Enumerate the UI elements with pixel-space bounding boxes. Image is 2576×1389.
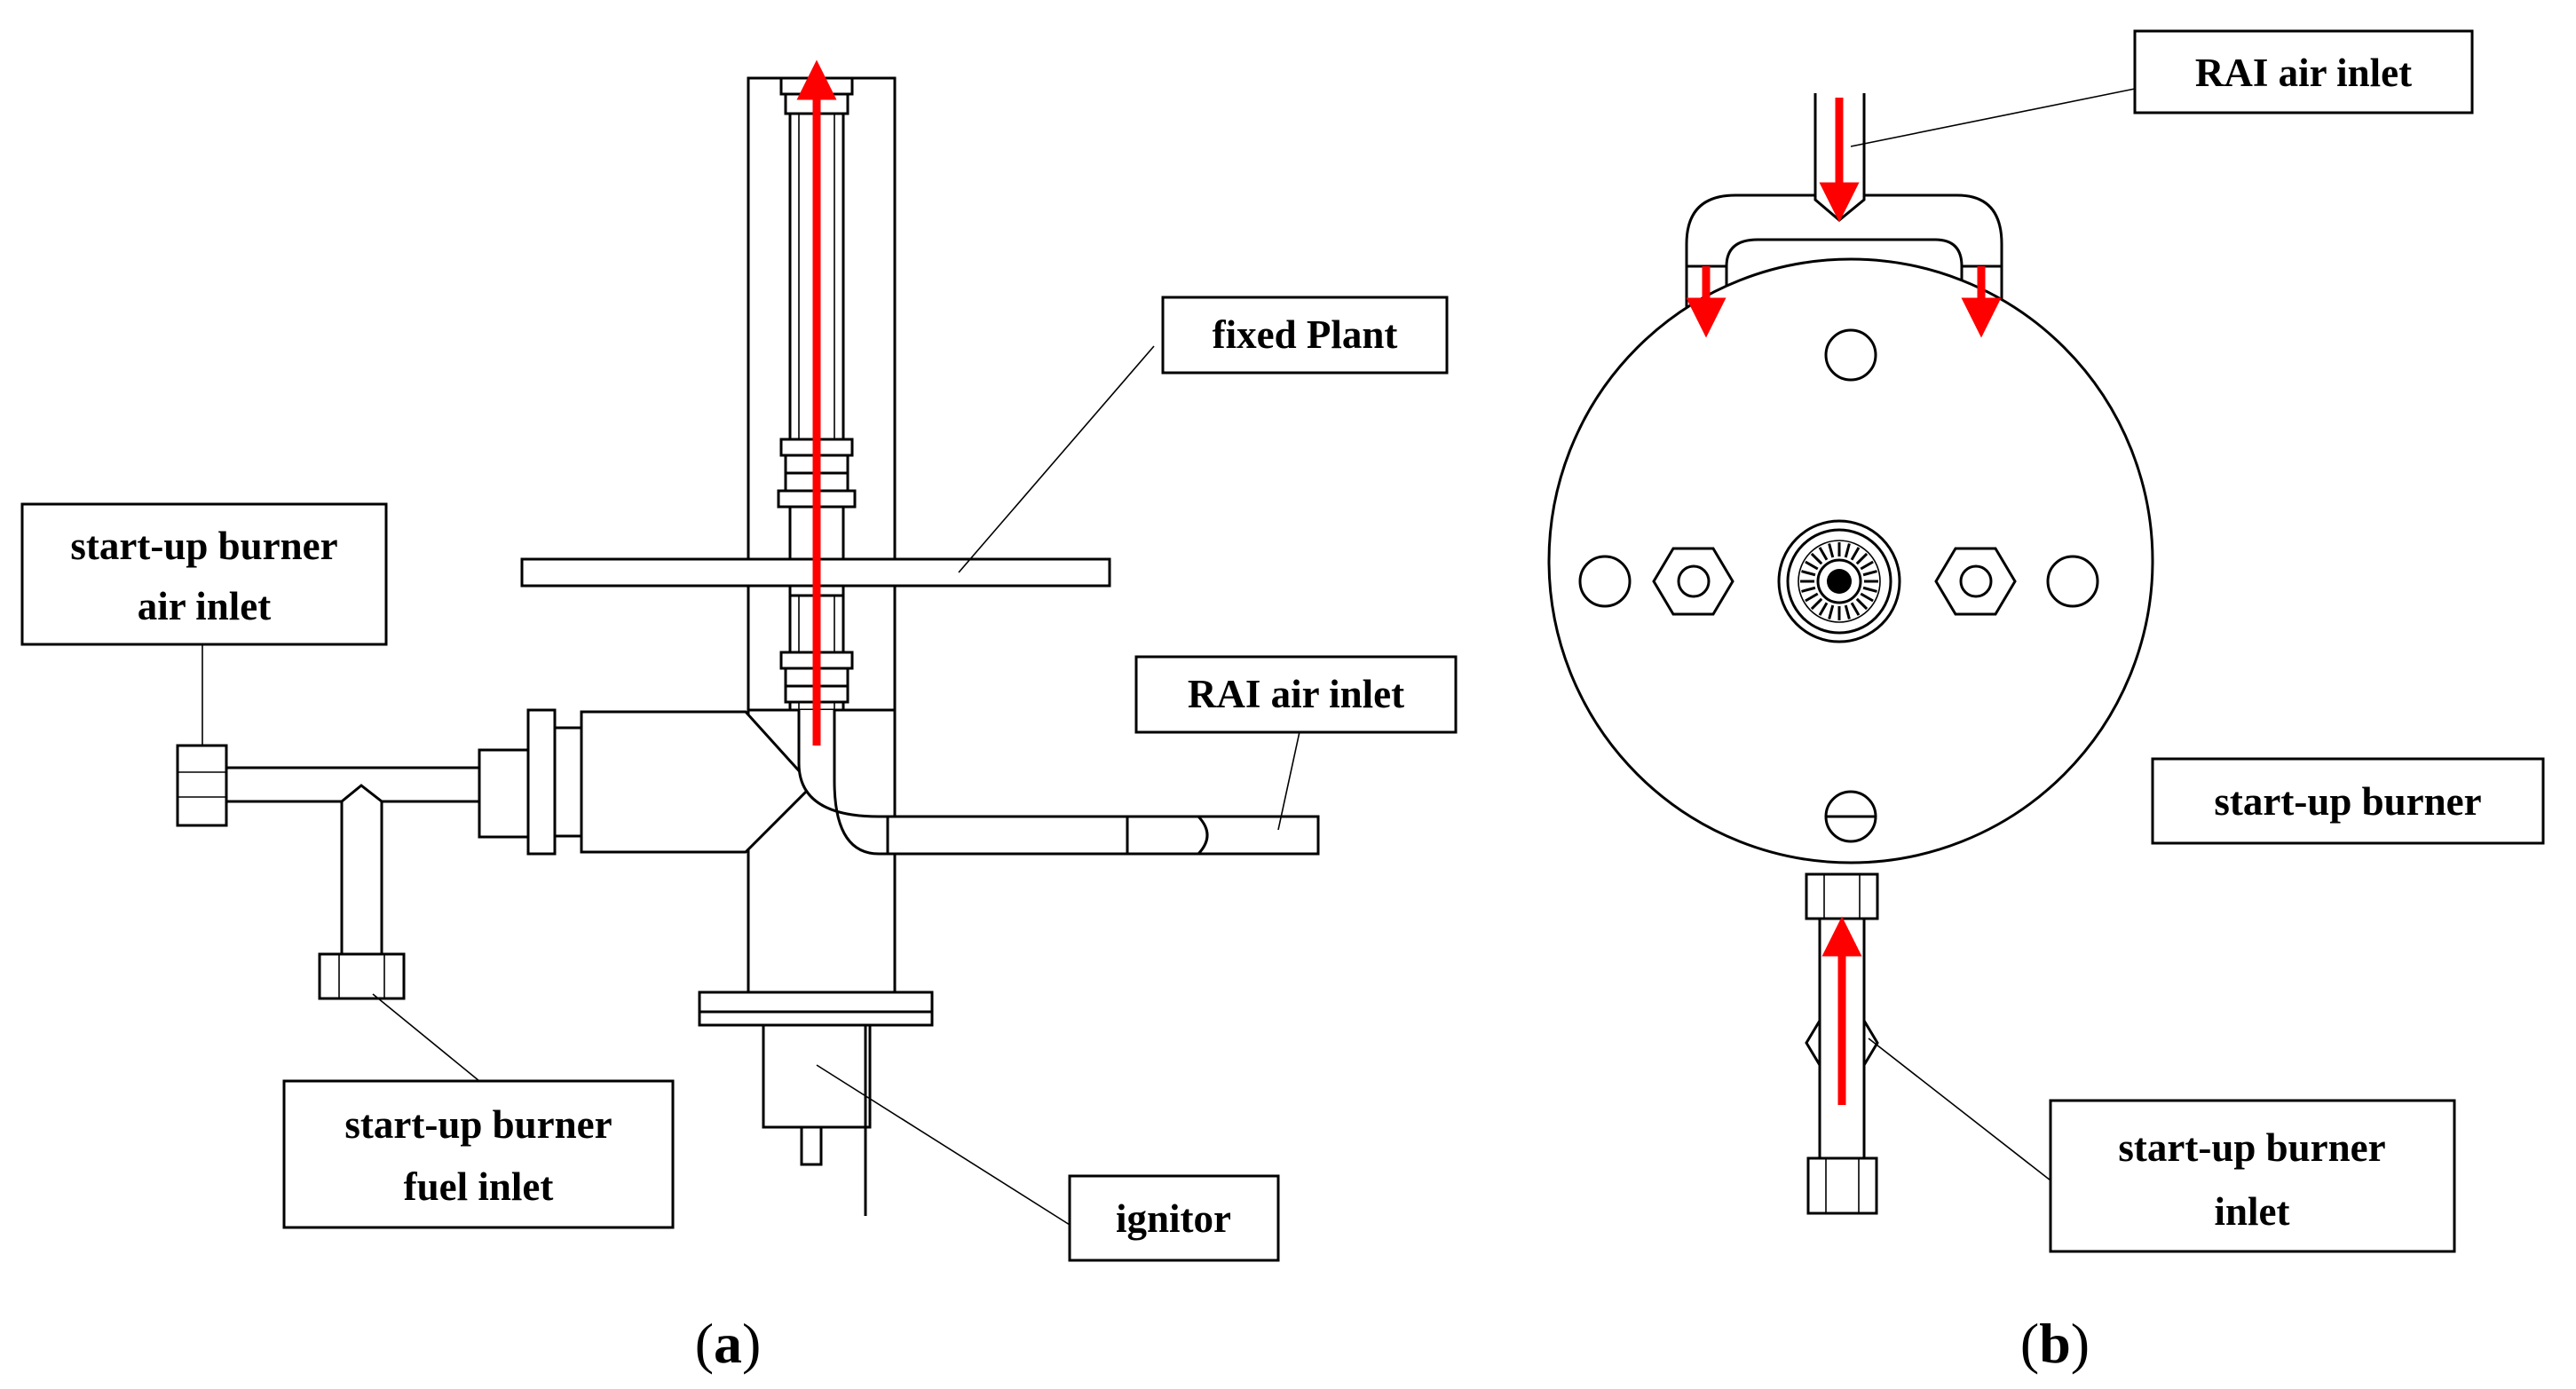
bolt-hole-top: [1824, 328, 1877, 382]
nozzle-slot: [1844, 543, 1851, 558]
nozzle-slot: [1805, 592, 1819, 603]
svg-text:start-up burner: start-up burner: [2118, 1125, 2385, 1170]
nozzle-slot: [1810, 597, 1823, 611]
nozzle-slot: [1818, 547, 1829, 561]
label-rai-air-inlet-a: RAI air inlet: [1134, 655, 1458, 734]
nozzle-slot: [1828, 604, 1835, 620]
label-rai-air-inlet-b: RAI air inlet: [2133, 29, 2474, 114]
label-startup-fuel-inlet: start-up burner fuel inlet: [282, 1079, 675, 1229]
nozzle-slot: [1801, 586, 1816, 593]
nozzle-slot: [1828, 543, 1835, 558]
vertical-exhaust-tube: [747, 76, 897, 772]
nozzle-slot: [1805, 560, 1819, 571]
ignitor-assembly: [698, 990, 934, 1216]
svg-text:fixed Plant: fixed Plant: [1213, 312, 1398, 357]
svg-text:inlet: inlet: [2215, 1189, 2290, 1234]
nozzle-slot: [1862, 570, 1877, 577]
panel-a: fixed Plant start-up burner air inlet RA…: [20, 59, 1458, 1375]
nozzle-slot: [1810, 552, 1823, 565]
svg-text:start-up burner: start-up burner: [70, 524, 337, 568]
caption-b: (b): [2020, 1312, 2090, 1375]
svg-text:fuel inlet: fuel inlet: [404, 1164, 554, 1209]
label-startup-burner-inlet: start-up burner inlet: [2049, 1099, 2456, 1253]
label-startup-burner: start-up burner: [2151, 757, 2545, 845]
startup-air-tube: [176, 744, 481, 827]
burner-body: [478, 708, 897, 996]
svg-text:RAI air inlet: RAI air inlet: [1188, 672, 1404, 716]
nozzle-slot: [1855, 597, 1869, 611]
center-nozzle: [1777, 519, 1901, 643]
svg-text:start-up burner: start-up burner: [2214, 779, 2481, 824]
hex-nut-right: [1934, 547, 2017, 616]
nozzle-slot: [1855, 552, 1869, 565]
nozzle-slot: [1860, 592, 1874, 603]
nozzle-slot: [1860, 560, 1874, 571]
nozzle-slot: [1850, 602, 1861, 616]
nozzle-slot: [1801, 570, 1816, 577]
leader-lines-b: [1850, 88, 2136, 1181]
startup-fuel-tube: [318, 784, 406, 1000]
svg-text:ignitor: ignitor: [1116, 1196, 1231, 1241]
burner-disc: [1547, 257, 2154, 864]
svg-text:start-up burner: start-up burner: [344, 1102, 612, 1147]
label-startup-air-inlet: start-up burner air inlet: [20, 502, 388, 646]
nozzle-slot: [1844, 604, 1851, 620]
caption-a: (a): [695, 1312, 762, 1375]
bolt-hole-right: [2046, 555, 2099, 608]
hex-nut-left: [1652, 547, 1734, 616]
leader-lines-a: [201, 345, 1301, 1226]
bolt-hole-left: [1578, 555, 1632, 608]
svg-text:air inlet: air inlet: [138, 584, 271, 628]
nozzle-slot: [1850, 547, 1861, 561]
nozzle-slot: [1818, 602, 1829, 616]
rai-inlet-tube-a: [797, 710, 1320, 856]
svg-text:RAI air inlet: RAI air inlet: [2195, 51, 2412, 95]
nozzle-slot: [1862, 586, 1877, 593]
screw-bottom: [1824, 790, 1877, 843]
label-ignitor: ignitor: [1068, 1174, 1280, 1262]
label-fixed-plant: fixed Plant: [1161, 296, 1449, 375]
panel-b: RAI air inlet start-up burner start-up b…: [1547, 29, 2545, 1375]
